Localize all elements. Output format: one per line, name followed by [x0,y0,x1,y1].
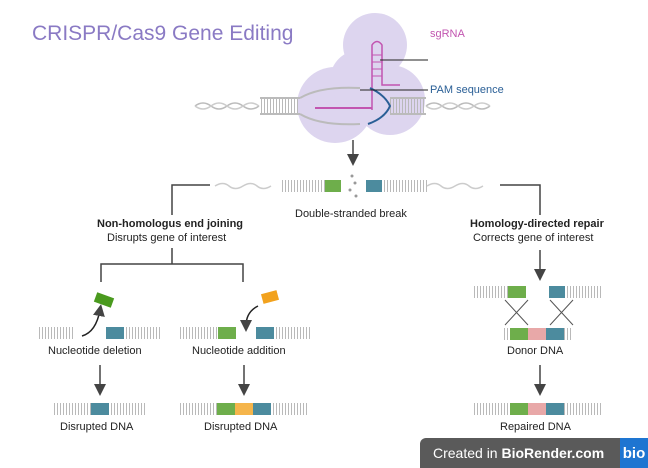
hdr-title: Homology-directed repair [470,218,604,230]
sgrna-strand [315,40,400,110]
disrupted-label-2: Disrupted DNA [204,421,278,433]
cas9-protein [297,13,425,143]
badge-brand: BioRender.com [501,445,605,461]
hdr-subtitle: Corrects gene of interest [473,232,594,244]
nhej-branch-line [171,184,210,215]
hdr-branch-line [500,184,541,215]
sgrna-label: sgRNA [430,28,465,40]
repaired-label: Repaired DNA [500,421,571,433]
dsb-dna [214,174,484,198]
badge-text: Created in BioRender.com [420,445,620,461]
donor-label: Donor DNA [507,345,564,357]
disrupted-label-1: Disrupted DNA [60,421,134,433]
pam-sequence-label: PAM sequence [430,84,504,96]
nhej-split-line [100,248,244,282]
nhej-subtitle: Disrupts gene of interest [107,232,227,244]
biorender-logo-icon: bio [620,438,648,468]
biorender-badge[interactable]: Created in BioRender.com bio [420,438,648,468]
addition-dna [180,290,312,339]
pam-strand [367,87,392,125]
nhej-title: Non-homologus end joining [97,218,244,230]
dsb-label: Double-stranded break [295,208,407,220]
deletion-dna [38,292,162,339]
disrupted-dna-1 [54,403,146,415]
addition-label: Nucleotide addition [192,345,286,357]
deletion-label: Nucleotide deletion [48,345,142,357]
diagram-title: CRISPR/Cas9 Gene Editing [32,22,294,45]
hdr-dna-ends [472,286,601,326]
disrupted-dna-2 [180,403,308,415]
badge-prefix: Created in [433,445,502,461]
top-dna [194,86,491,126]
repaired-dna [472,403,602,415]
donor-dna [503,328,571,340]
